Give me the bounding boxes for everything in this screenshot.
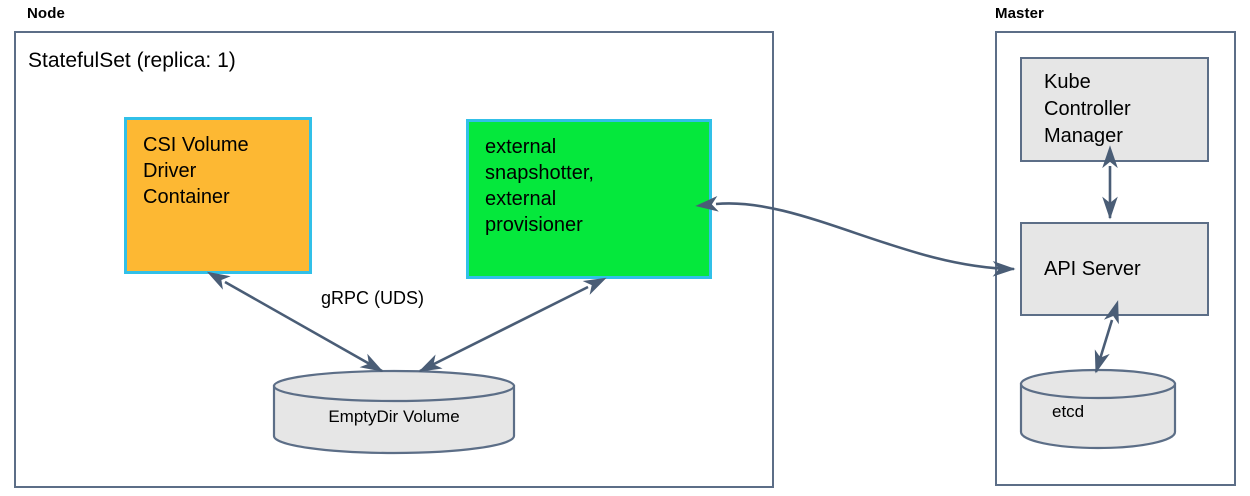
emptydir-volume-cylinder[interactable]: EmptyDir Volume (271, 369, 517, 455)
etcd-label: etcd (1052, 402, 1085, 421)
cylinder-top (1019, 368, 1177, 400)
emptydir-volume-label: EmptyDir Volume (328, 407, 460, 426)
cylinder-body (272, 384, 516, 455)
external-sidecar-container-box[interactable]: external snapshotter, external provision… (466, 119, 712, 279)
cylinder-top (272, 369, 516, 403)
csi-volume-driver-container-box[interactable]: CSI Volume Driver Container (124, 117, 312, 274)
kube-controller-manager-label: Kube Controller Manager (1044, 71, 1131, 147)
group-caption-master: Master (995, 5, 1044, 22)
grpc-uds-edge-label: gRPC (UDS) (318, 288, 428, 309)
external-sidecar-container-label: external snapshotter, external provision… (485, 136, 594, 236)
kube-controller-manager-box[interactable]: Kube Controller Manager (1020, 57, 1209, 162)
api-server-label: API Server (1044, 257, 1141, 280)
api-server-box[interactable]: API Server (1020, 222, 1209, 316)
group-caption-node: Node (27, 5, 65, 22)
cylinder-body (1019, 382, 1177, 450)
etcd-cylinder[interactable]: etcd (1018, 368, 1178, 450)
csi-volume-driver-container-label: CSI Volume Driver Container (143, 134, 249, 208)
statefulset-title: StatefulSet (replica: 1) (28, 49, 236, 72)
